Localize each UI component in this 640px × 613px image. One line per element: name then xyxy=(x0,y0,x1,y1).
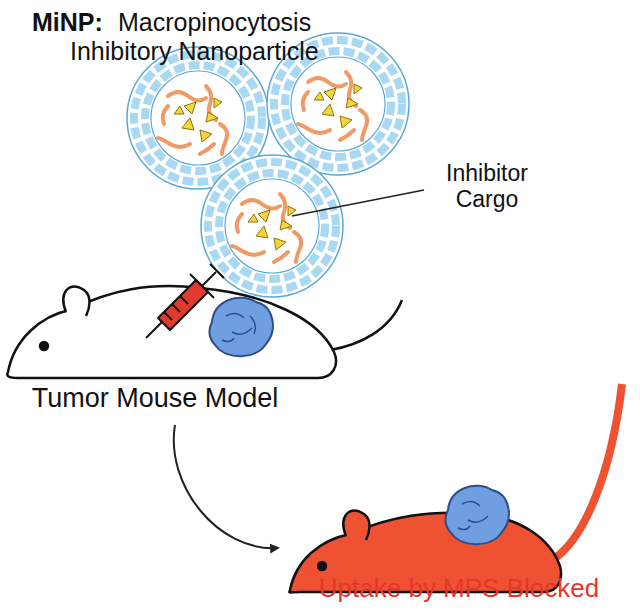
curved-arrow xyxy=(174,425,278,548)
model-label-block: Tumor Mouse Model xyxy=(30,382,280,419)
node-text: Uptake by MPS Blocked xyxy=(282,573,636,604)
title-abbrev: MiNP: xyxy=(32,8,122,37)
result-mouse-block: Uptake by MPS Blocked xyxy=(282,440,636,608)
cargo-label: Inhibitor Cargo xyxy=(432,160,542,213)
node-text: Tumor Mouse Model xyxy=(30,382,280,414)
title-text: Macropinocytosis Inhibitory Nanoparticle xyxy=(70,8,380,66)
